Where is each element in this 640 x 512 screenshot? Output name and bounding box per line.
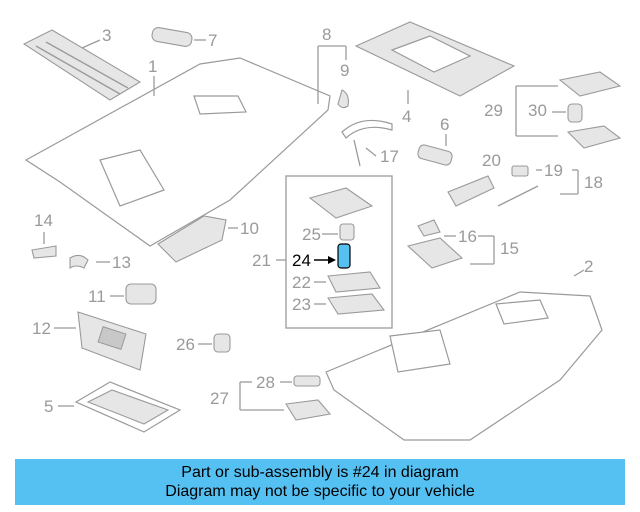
part-24-highlighted[interactable] [337, 243, 351, 269]
callout-9: 9 [340, 61, 349, 80]
part-4-panel[interactable] [354, 21, 516, 97]
part-12-sunvisor[interactable] [77, 311, 147, 371]
info-banner: Part or sub-assembly is #24 in diagram D… [15, 459, 625, 505]
part-21-assembly[interactable] [308, 187, 374, 219]
part-20-bracket[interactable] [447, 175, 495, 207]
callout-2: 2 [584, 257, 593, 276]
callout-7: 7 [208, 31, 217, 50]
part-29-console[interactable] [558, 71, 622, 149]
callout-20: 20 [482, 151, 501, 170]
callout-28: 28 [256, 373, 275, 392]
callout-19: 19 [544, 161, 563, 180]
part-2-headliner[interactable] [325, 291, 603, 441]
callout-16: 16 [458, 227, 477, 246]
callout-22: 22 [292, 273, 311, 292]
callout-25: 25 [302, 225, 321, 244]
callout-10: 10 [240, 219, 259, 238]
banner-line-1: Part or sub-assembly is #24 in diagram [181, 464, 459, 481]
callout-8: 8 [322, 25, 331, 44]
part-19-harness[interactable] [497, 165, 539, 207]
callout-29: 29 [484, 101, 503, 120]
part-7-cover[interactable] [151, 27, 193, 48]
callout-15: 15 [500, 239, 519, 258]
part-28-bulb[interactable] [293, 375, 321, 387]
callout-14: 14 [34, 211, 53, 230]
part-13-hook[interactable] [69, 254, 89, 270]
callout-23: 23 [292, 295, 311, 314]
part-6-lamp-lens[interactable] [417, 144, 453, 166]
part-11-mount[interactable] [125, 283, 157, 305]
part-14-clip[interactable] [31, 245, 57, 259]
part-1-headliner[interactable] [24, 57, 331, 247]
part-17-grab-handle[interactable] [341, 119, 393, 167]
callout-27: 27 [210, 389, 229, 408]
part-9-clip[interactable] [337, 89, 349, 109]
part-5-sunshade[interactable] [74, 381, 182, 433]
callout-1: 1 [148, 57, 157, 76]
parts-diagram: 3 7 1 8 9 4 17 6 29 30 [22, 21, 622, 441]
banner-line-2: Diagram may not be specific to your vehi… [165, 483, 475, 500]
callout-30: 30 [528, 101, 547, 120]
part-26-bumper[interactable] [213, 333, 231, 353]
group-21-box [285, 175, 393, 329]
callout-24: 24 [292, 251, 311, 270]
part-22-lens[interactable] [327, 271, 381, 293]
callout-21: 21 [252, 251, 271, 270]
callout-17: 17 [380, 147, 399, 166]
part-25-switch[interactable] [339, 223, 355, 241]
part-30-bulb[interactable] [567, 103, 583, 123]
callout-26: 26 [176, 335, 195, 354]
callout-13: 13 [112, 253, 131, 272]
callout-4: 4 [402, 107, 411, 126]
callout-3: 3 [102, 26, 111, 45]
callout-18: 18 [584, 173, 603, 192]
part-27-lamp[interactable] [285, 399, 332, 421]
part-10-sunglass-holder[interactable] [157, 215, 227, 263]
callout-11: 11 [88, 287, 106, 306]
callout-5: 5 [44, 397, 53, 416]
callout-12: 12 [32, 319, 51, 338]
part-3-mat[interactable] [22, 29, 142, 101]
part-16-lens[interactable] [417, 219, 441, 237]
callout-6: 6 [440, 115, 449, 134]
part-15-dome-lamp[interactable] [406, 237, 464, 269]
part-23-cover[interactable] [327, 293, 386, 315]
